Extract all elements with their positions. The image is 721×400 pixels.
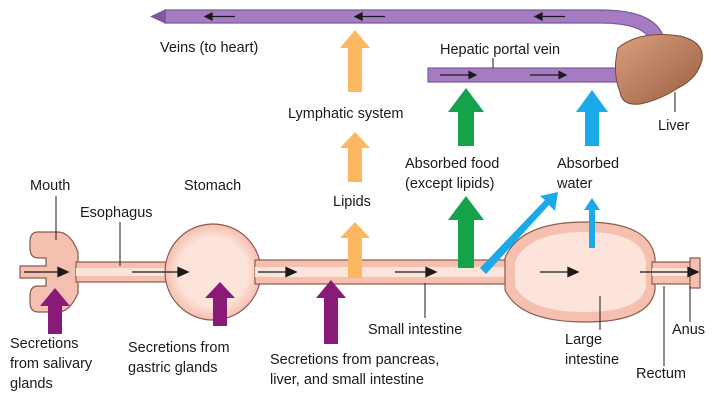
label-large-intestine-1: Large [565,332,602,348]
labels: Veins (to heart) Hepatic portal vein Liv… [10,40,705,392]
water-arrow-to-portal [576,90,608,146]
label-stomach: Stomach [184,178,241,194]
food-arrow-2 [448,88,484,146]
lipid-lymph-arrows [340,30,370,278]
secretion-arrow-pancreas [316,280,346,344]
label-secretions-gastric-1: Secretions from [128,340,230,356]
label-absorbed-food-1: Absorbed food [405,156,499,172]
label-lymphatic-system: Lymphatic system [288,106,404,122]
hepatic-portal-vein-vessel [428,68,628,82]
label-lipids: Lipids [333,194,371,210]
label-secretions-salivary-3: glands [10,376,53,392]
lipid-arrow-2 [340,132,370,182]
label-secretions-pancreas-2: liver, and small intestine [270,372,424,388]
label-mouth: Mouth [30,178,70,194]
label-large-intestine-2: intestine [565,352,619,368]
label-hepatic-portal-vein: Hepatic portal vein [440,42,560,58]
label-absorbed-water-2: water [556,176,593,192]
label-rectum: Rectum [636,366,686,382]
label-secretions-salivary-2: from salivary [10,356,93,372]
label-secretions-salivary-1: Secretions [10,336,79,352]
lipid-arrow-3 [340,30,370,92]
liver-organ [615,35,702,113]
label-secretions-gastric-2: gastric glands [128,360,217,376]
food-arrow-1 [448,196,484,268]
label-anus: Anus [672,322,705,338]
label-absorbed-water-1: Absorbed [557,156,619,172]
label-secretions-pancreas-1: Secretions from pancreas, [270,352,439,368]
label-small-intestine: Small intestine [368,322,462,338]
label-esophagus: Esophagus [80,205,153,221]
label-veins: Veins (to heart) [160,40,258,56]
label-absorbed-food-2: (except lipids) [405,176,494,192]
label-liver: Liver [658,118,690,134]
